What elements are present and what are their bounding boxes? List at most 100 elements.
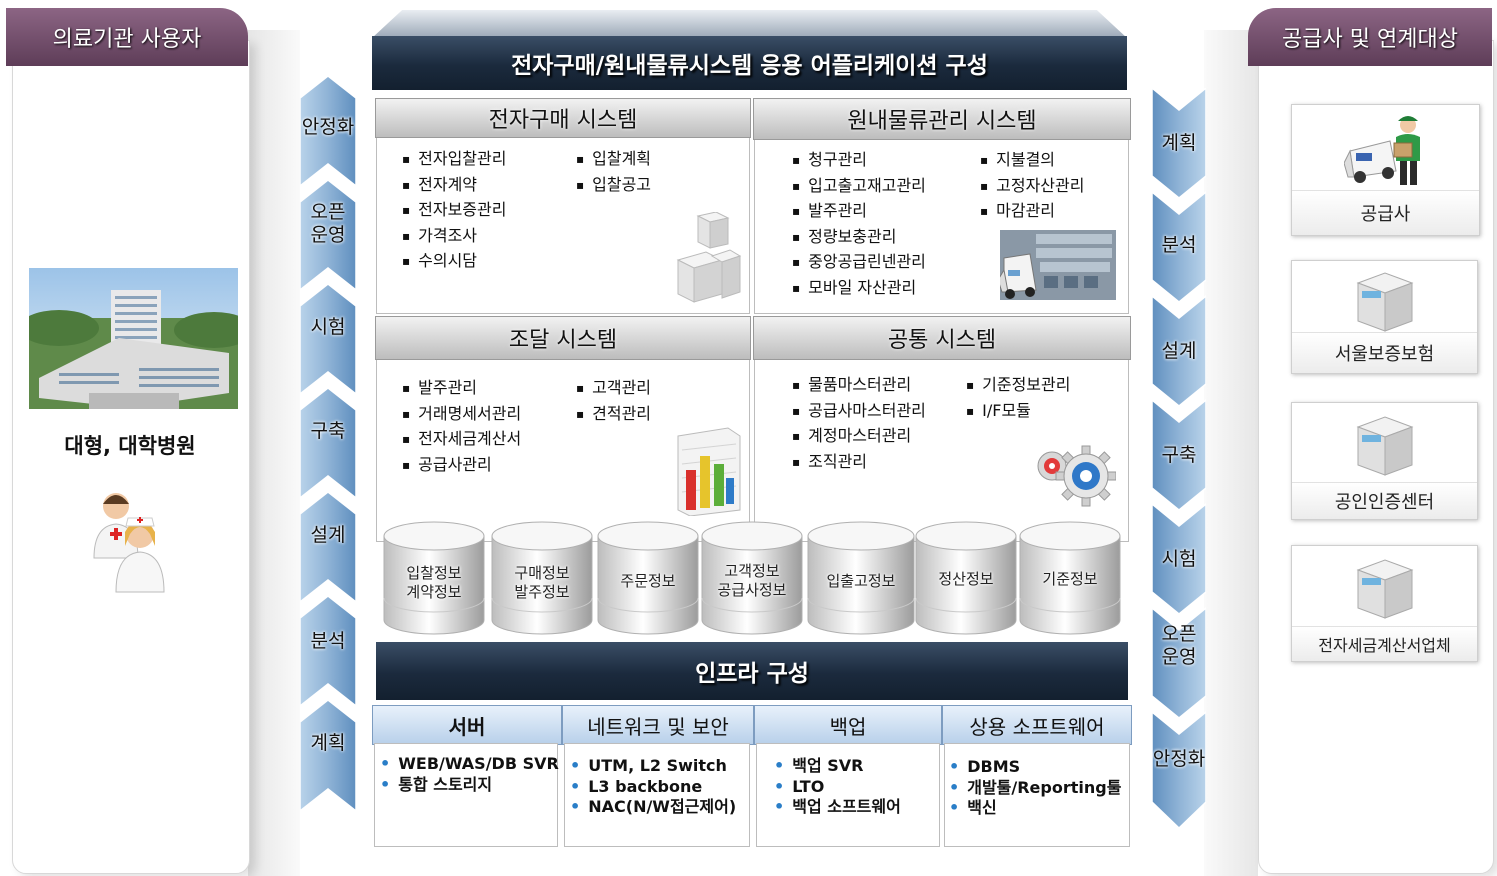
list-item: 청구관리 [792, 148, 926, 174]
infra-backup-items: 백업 SVR LTO 백업 소프트웨어 [774, 756, 901, 818]
sourcing-items-col1: 발주관리 거래명세서관리 전자세금계산서 공급사관리 [402, 376, 521, 478]
right-step-open-operation: 오픈 운영 [1161, 623, 1197, 668]
e-tax-invoice-card: 전자세금계산서업체 [1291, 545, 1478, 662]
right-panel-tab: 공급사 및 연계대상 [1248, 8, 1492, 66]
gears-icon [1032, 438, 1117, 512]
database-cylinder: 구매정보 발주정보 [490, 520, 594, 638]
left-step-open-operation: 오픈 운영 [310, 201, 346, 246]
database-cylinder: 입찰정보 계약정보 [382, 520, 486, 638]
list-item: 공급사관리 [402, 453, 521, 479]
list-item: 조직관리 [792, 450, 926, 476]
list-item: 지불결의 [980, 148, 1084, 174]
database-label: 정산정보 [938, 570, 994, 588]
database-label: 주문정보 [620, 572, 676, 590]
supplier-card: 공급사 [1291, 104, 1480, 236]
list-item: DBMS [949, 757, 1121, 778]
list-item: 발주관리 [792, 199, 926, 225]
hospital-caption: 대형, 대학병원 [64, 434, 196, 458]
list-item: 고객관리 [576, 376, 651, 402]
list-item: 물품마스터관리 [792, 373, 926, 399]
list-item: NAC(N/W접근제어) [570, 797, 736, 818]
delivery-truck-courier-icon [1343, 111, 1428, 191]
medical-staff-icon [90, 488, 170, 596]
infra-software-items: DBMS 개발툴/Reporting툴 백신 [949, 757, 1121, 819]
server-icon [1352, 556, 1418, 620]
hospital-building-image [29, 268, 238, 409]
database-cylinder: 정산정보 [914, 520, 1018, 638]
main-title-roof [372, 10, 1127, 38]
infra-network-title: 네트워크 및 보안 [562, 705, 754, 745]
list-item: 백업 소프트웨어 [774, 797, 901, 818]
left-panel-tab: 의료기관 사용자 [6, 8, 248, 66]
list-item: 견적관리 [576, 402, 651, 428]
infra-server-items: WEB/WAS/DB SVR 통합 스토리지 [380, 754, 559, 795]
list-item: UTM, L2 Switch [570, 756, 736, 777]
logistics-system-title: 원내물류관리 시스템 [753, 98, 1131, 140]
list-item: L3 backbone [570, 777, 736, 798]
infra-server-title: 서버 [372, 705, 562, 745]
left-step-design: 설계 [310, 523, 346, 546]
list-item: 전자세금계산서 [402, 427, 521, 453]
certificate-authority-card: 공인인증센터 [1291, 402, 1478, 520]
main-title: 전자구매/원내물류시스템 응용 어플리케이션 구성 [372, 36, 1127, 90]
list-item: 모바일 자산관리 [792, 276, 926, 302]
infra-backup-title: 백업 [754, 705, 942, 745]
card-label: 서울보증보험 [1292, 332, 1477, 373]
list-item: 중앙공급린넨관리 [792, 250, 926, 276]
right-step-design: 설계 [1161, 339, 1197, 362]
right-step-build: 구축 [1161, 443, 1197, 466]
database-label: 고객정보 공급사정보 [717, 562, 787, 599]
right-step-plan: 계획 [1161, 131, 1197, 154]
left-step-plan: 계획 [310, 731, 346, 754]
left-step-build: 구축 [310, 419, 346, 442]
list-item: 입고출고재고관리 [792, 174, 926, 200]
list-item: LTO [774, 777, 901, 798]
left-step-test: 시험 [310, 315, 346, 338]
left-step-stabilization: 안정화 [301, 115, 355, 138]
logistics-items-col2: 지불결의 고정자산관리 마감관리 [980, 148, 1084, 225]
list-item: 고정자산관리 [980, 174, 1084, 200]
sourcing-items-col2: 고객관리 견적관리 [576, 376, 651, 427]
list-item: 발주관리 [402, 376, 521, 402]
common-items-col2: 기준정보관리 I/F모듈 [966, 373, 1070, 424]
list-item: 통합 스토리지 [380, 775, 559, 796]
list-item: 입찰공고 [576, 173, 651, 199]
server-icon [1352, 269, 1418, 333]
list-item: 백신 [949, 798, 1121, 819]
list-item: 백업 SVR [774, 756, 901, 777]
right-step-analysis: 분석 [1161, 233, 1197, 256]
database-label: 입찰정보 계약정보 [406, 564, 462, 601]
right-step-test: 시험 [1161, 547, 1197, 570]
list-item: 정량보충관리 [792, 225, 926, 251]
logistics-items-col1: 청구관리 입고출고재고관리 발주관리 정량보충관리 중앙공급린넨관리 모바일 자… [792, 148, 926, 301]
procurement-items-col2: 입찰계획 입찰공고 [576, 147, 651, 198]
infra-title: 인프라 구성 [376, 642, 1128, 700]
card-label: 전자세금계산서업체 [1292, 626, 1477, 661]
list-item: 전자계약 [402, 173, 506, 199]
infra-software-title: 상용 소프트웨어 [942, 705, 1132, 745]
database-label: 구매정보 발주정보 [514, 564, 570, 601]
database-label: 기준정보 [1042, 570, 1098, 588]
common-items-col1: 물품마스터관리 공급사마스터관리 계정마스터관리 조직관리 [792, 373, 926, 475]
common-system-title: 공통 시스템 [753, 316, 1131, 360]
card-label: 공급사 [1292, 190, 1479, 235]
database-label: 입출고정보 [826, 572, 896, 590]
left-panel [12, 40, 250, 874]
left-panel-shade [248, 30, 300, 876]
database-cylinder: 주문정보 [596, 520, 700, 638]
list-item: 가격조사 [402, 224, 506, 250]
list-item: 입찰계획 [576, 147, 651, 173]
list-item: 기준정보관리 [966, 373, 1070, 399]
boxes-icon [676, 211, 742, 304]
left-phase-column [300, 76, 356, 811]
list-item: I/F모듈 [966, 399, 1070, 425]
sourcing-system-title: 조달 시스템 [375, 316, 751, 360]
list-item: 전자보증관리 [402, 198, 506, 224]
list-item: 마감관리 [980, 199, 1084, 225]
card-label: 공인인증센터 [1292, 482, 1477, 519]
right-step-stabilization: 안정화 [1152, 747, 1206, 770]
right-panel-shade [1204, 30, 1258, 876]
warehouse-truck-icon [997, 230, 1116, 300]
database-cylinder: 고객정보 공급사정보 [700, 520, 804, 638]
list-item: 거래명세서관리 [402, 402, 521, 428]
